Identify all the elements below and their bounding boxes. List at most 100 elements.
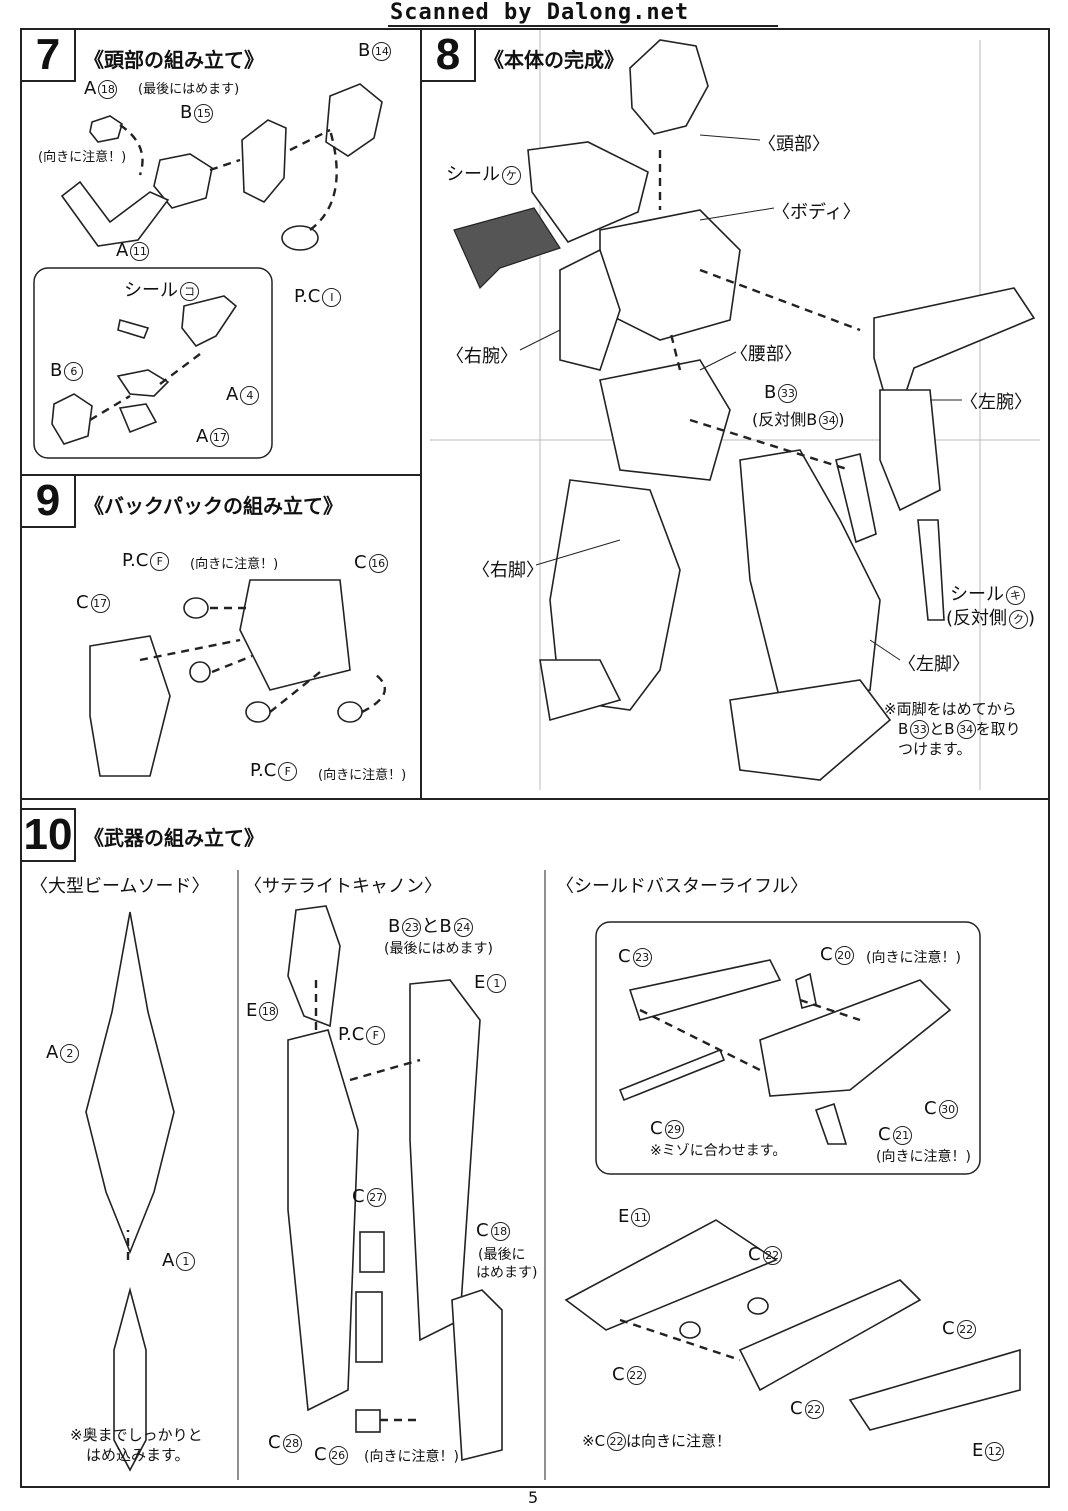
step8-mobile-suit xyxy=(453,39,1036,781)
part-number: 28 xyxy=(282,1433,302,1453)
label-text: ※C xyxy=(582,1432,606,1450)
part-number: 23 xyxy=(402,917,422,937)
part-number: 33 xyxy=(910,720,930,739)
label-text: C xyxy=(352,1186,365,1207)
leader-lines xyxy=(519,134,962,661)
part-number: 23 xyxy=(632,947,652,967)
part-number: 17 xyxy=(210,427,230,447)
label-text: A xyxy=(196,426,209,447)
label-seal-ke: シールケ xyxy=(446,160,521,186)
label-text: A xyxy=(84,78,97,99)
part-number: キ xyxy=(1006,585,1025,605)
label-left-arm: 〈左腕〉 xyxy=(960,392,1032,413)
part-number: 27 xyxy=(366,1187,386,1207)
part-number: 18 xyxy=(259,1001,279,1021)
label-text: シール xyxy=(124,280,178,301)
part-number: F xyxy=(366,1025,386,1045)
part-number: 11 xyxy=(130,241,150,261)
label-right-leg: 〈右脚〉 xyxy=(472,560,544,581)
label-text: E xyxy=(972,1440,984,1461)
label-text: A xyxy=(46,1042,59,1063)
part-number: 17 xyxy=(90,593,110,613)
label-text: C xyxy=(790,1398,803,1419)
label-text: C xyxy=(268,1432,281,1453)
part-number: 34 xyxy=(956,720,976,739)
page-number: 5 xyxy=(528,1488,539,1507)
part-number: 14 xyxy=(372,41,392,61)
label-text: C xyxy=(314,1444,327,1465)
note-c21-caution: (向きに注意！) xyxy=(876,1149,971,1165)
part-number: 6 xyxy=(64,361,84,381)
label-text: A xyxy=(116,240,129,261)
step9-panel xyxy=(20,474,422,800)
label-text: P.C xyxy=(122,550,149,571)
label-text: C xyxy=(354,552,367,573)
label-text: を取り xyxy=(975,720,1021,738)
part-number: 24 xyxy=(453,917,473,937)
part-number: 34 xyxy=(819,411,839,430)
note-caution-top: (向きに注意！) xyxy=(190,557,279,572)
label-text: C xyxy=(942,1318,955,1339)
label-text: C xyxy=(650,1118,663,1139)
label-text: C xyxy=(748,1244,761,1265)
part-number: 18 xyxy=(490,1221,510,1241)
label-text: は向きに注意！ xyxy=(626,1432,732,1450)
note-c29: ※ミゾに合わせます。 xyxy=(650,1143,787,1159)
part-number: 16 xyxy=(368,553,388,573)
step8-title: 《本体の完成》 xyxy=(484,48,624,72)
step10-panel xyxy=(20,798,1050,1488)
part-number: コ xyxy=(180,281,199,301)
part-number: 22 xyxy=(956,1319,976,1339)
part-number: 11 xyxy=(631,1207,651,1227)
label-waist: 〈腰部〉 xyxy=(730,344,802,365)
label-seal-ko: シールコ xyxy=(124,276,199,302)
label-right-arm: 〈右腕〉 xyxy=(446,346,518,367)
label-text: C xyxy=(820,944,833,965)
note-c18-line2: はめます) xyxy=(476,1265,538,1281)
label-text: B xyxy=(388,916,401,937)
part-number: ク xyxy=(1009,609,1029,629)
label-text: C xyxy=(924,1098,937,1119)
label-text: B xyxy=(50,360,63,381)
part-number: ケ xyxy=(502,165,521,185)
label-text: B xyxy=(898,720,909,738)
note-legs-line3: つけます。 xyxy=(898,740,972,758)
label-text: とB xyxy=(929,720,955,738)
note-last-b23: (最後にはめます) xyxy=(384,941,493,957)
label-text: P.C xyxy=(338,1024,365,1045)
section-satellite-cannon-title: 〈サテライトキャノン〉 xyxy=(244,876,442,897)
part-number: F xyxy=(278,761,298,781)
part-number: 22 xyxy=(762,1245,782,1265)
label-text: C xyxy=(76,592,89,613)
part-number: 1 xyxy=(176,1251,196,1271)
label-text: (反対側 xyxy=(946,608,1008,629)
part-number: 18 xyxy=(98,79,118,99)
scan-underline xyxy=(388,25,778,27)
step8-panel xyxy=(420,28,1050,800)
label-text: (反対側B xyxy=(752,410,818,429)
part-number: 29 xyxy=(664,1119,684,1139)
part-number: F xyxy=(150,551,170,571)
note-c18-line1: (最後に xyxy=(478,1247,526,1263)
note-legs-line1: ※両脚をはめてから xyxy=(884,700,1017,718)
part-number: 2 xyxy=(60,1043,80,1063)
part-number: 26 xyxy=(328,1445,348,1465)
note-c20-caution: (向きに注意！) xyxy=(866,950,961,966)
label-text: C xyxy=(612,1364,625,1385)
